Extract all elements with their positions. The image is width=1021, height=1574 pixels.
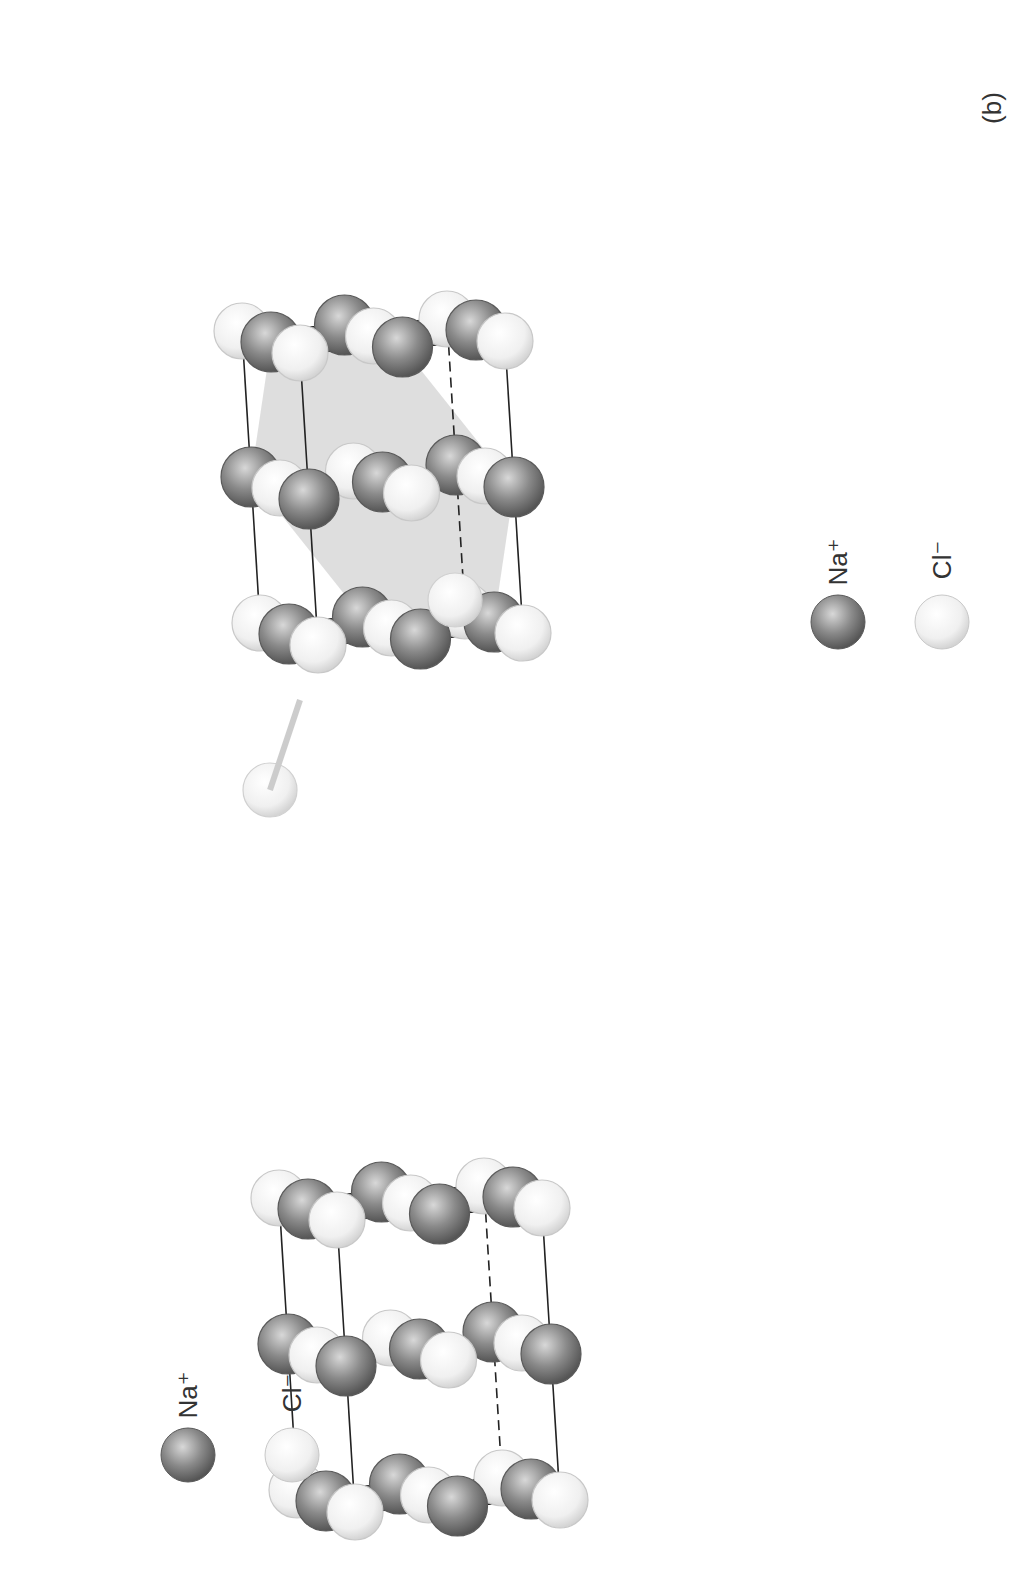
unit-cell: [214, 291, 551, 673]
chloride-ion: [384, 465, 440, 521]
chloride-ion: [290, 617, 346, 673]
sodium-ion: [316, 1336, 376, 1396]
chloride-ion: [327, 1484, 383, 1540]
figure-label: (b): [977, 92, 1008, 124]
sodium-ion: [410, 1184, 470, 1244]
legend-sample: [265, 1428, 319, 1482]
chloride-ion: [421, 1332, 477, 1388]
sodium-ion: [484, 457, 544, 517]
sodium-ion: [428, 1476, 488, 1536]
legend-sample: [811, 595, 865, 649]
sodium-ion: [521, 1324, 581, 1384]
sodium-ion: [373, 317, 433, 377]
unit-cell: [251, 1158, 588, 1540]
chloride-ion: [514, 1180, 570, 1236]
legend-text: Cl⁻: [927, 541, 958, 579]
chloride-ion: [495, 605, 551, 661]
chloride-ion: [477, 313, 533, 369]
chloride-ion: [309, 1192, 365, 1248]
chloride-ion: [272, 325, 328, 381]
legend-text: Cl⁻: [277, 1374, 308, 1412]
chloride-ion: [428, 573, 482, 627]
chloride-ion: [532, 1472, 588, 1528]
legend-text: Na⁺: [173, 1372, 204, 1419]
legend-sample: [161, 1428, 215, 1482]
bond-shade: [270, 700, 300, 790]
legend-sample: [915, 595, 969, 649]
legend-text: Na⁺: [823, 539, 854, 586]
lattice-plane: [251, 342, 514, 622]
sodium-ion: [279, 469, 339, 529]
